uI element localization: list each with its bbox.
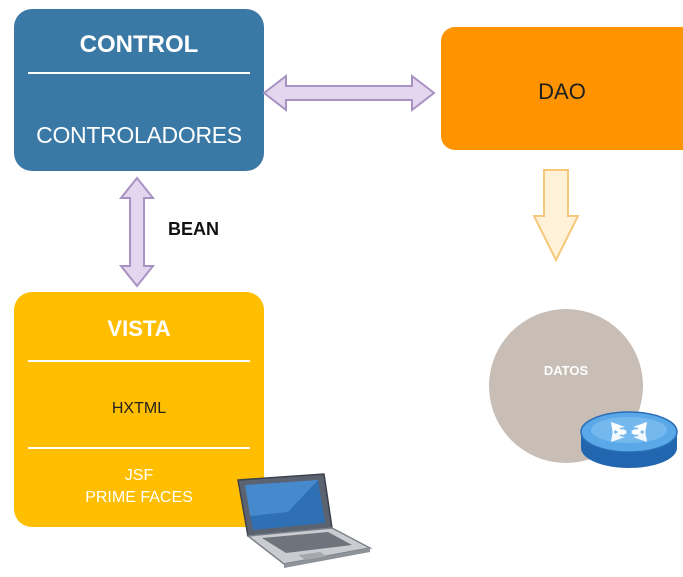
vista-primefaces-label: PRIME FACES [85, 489, 193, 506]
vista-title: VISTA [107, 316, 171, 341]
control-subtitle: CONTROLADORES [36, 122, 242, 148]
router-icon [580, 411, 678, 468]
bean-label: BEAN [168, 219, 220, 239]
control-vista-double-arrow [118, 176, 156, 288]
control-box: CONTROL CONTROLADORES [14, 9, 264, 171]
control-divider [28, 72, 250, 74]
control-title: CONTROL [79, 31, 199, 58]
vista-divider-top [28, 360, 250, 362]
control-dao-double-arrow [262, 73, 436, 113]
vista-jsf-label: JSF [124, 467, 154, 484]
vista-box: VISTA HXTML JSF PRIME FACES [14, 292, 264, 527]
dao-box: DAO [441, 27, 683, 150]
dao-label: DAO [538, 79, 586, 104]
datos-label: DATOS [543, 363, 589, 378]
laptop-icon [237, 473, 373, 568]
dao-datos-down-arrow [532, 169, 580, 263]
vista-divider-bottom [28, 447, 250, 449]
vista-hxtml-label: HXTML [111, 400, 167, 417]
